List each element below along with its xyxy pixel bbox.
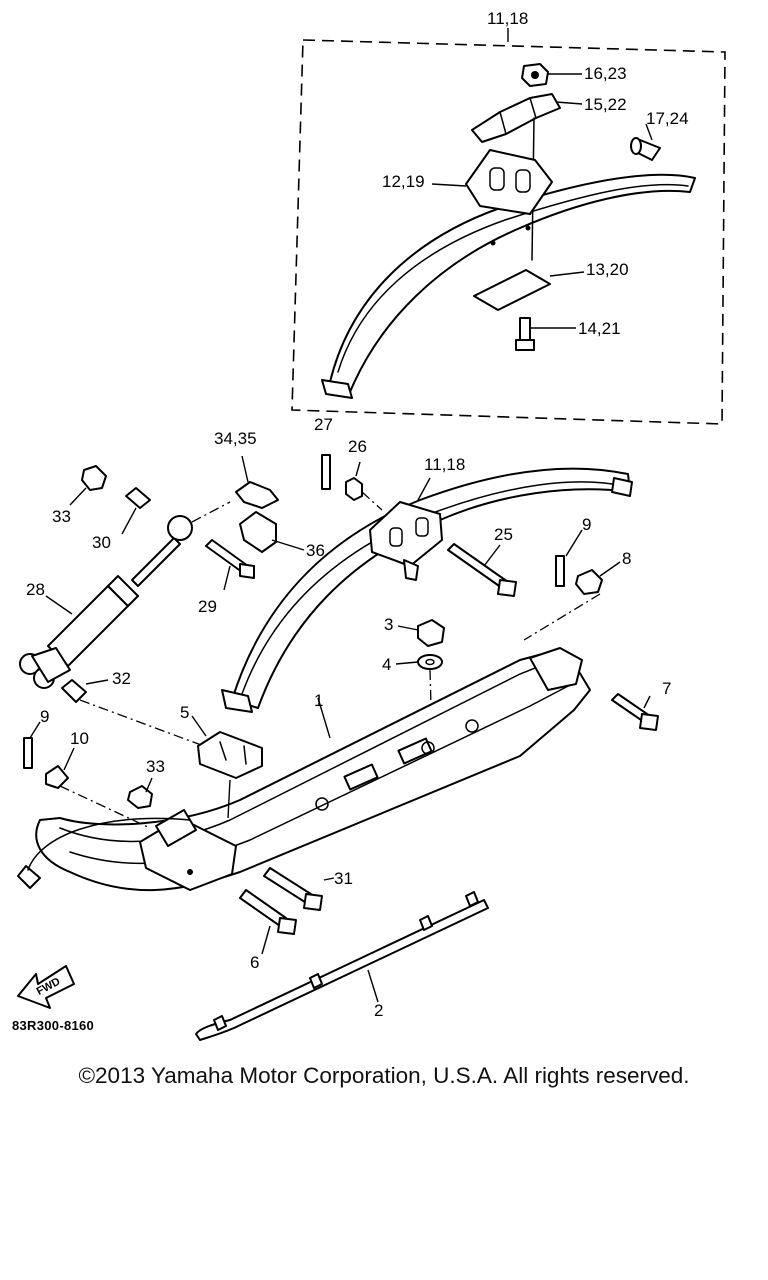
- bolt-14-21: [515, 317, 576, 351]
- callout: 5: [180, 703, 189, 722]
- callout: 28: [26, 580, 45, 599]
- nut-33-lower: [127, 777, 153, 809]
- bolt-31: [263, 867, 335, 911]
- bracket-34-35: [235, 455, 279, 509]
- clamp-plate-15-22: [471, 93, 583, 261]
- nut-16-23: [521, 63, 582, 87]
- callout: 33: [146, 757, 165, 776]
- callout: 13,20: [586, 260, 629, 279]
- collar-17-24: [630, 123, 661, 161]
- callout: 11,18: [424, 455, 465, 474]
- callout: 2: [374, 1001, 383, 1020]
- block-36: [239, 511, 305, 553]
- bracket-11-18: [369, 477, 443, 581]
- leaf-spring-assembly-upper: [321, 173, 696, 399]
- callout: 12,19: [382, 172, 425, 191]
- callout: 14,21: [578, 319, 621, 338]
- callout: 6: [250, 953, 259, 972]
- drawing-code: 83R300-8160: [12, 1018, 95, 1033]
- fwd-arrow-icon: FWD: [17, 965, 75, 1009]
- callout: 15,22: [584, 95, 627, 114]
- callout: 27: [314, 415, 333, 434]
- callout: 4: [382, 655, 391, 674]
- callout: 9: [40, 707, 49, 726]
- callout: 16,23: [584, 64, 627, 83]
- nut-8: [523, 561, 621, 641]
- bolt-25: [447, 543, 517, 597]
- callout-labels: 11,18 16,23 15,22 17,24 12,19 13,20 14,2…: [26, 9, 689, 1020]
- callout: 1: [314, 691, 323, 710]
- bracket-12-19: [431, 149, 553, 215]
- callout: 36: [306, 541, 325, 560]
- callout: 25: [494, 525, 513, 544]
- bolt-29: [205, 539, 255, 591]
- spindle-bracket: [27, 809, 237, 891]
- collar-32: [61, 679, 221, 753]
- collar-10: [45, 747, 151, 829]
- bolt-27: [321, 454, 331, 490]
- parts-diagram: FWD 11,18 16,23 15,22 17,24 12,19 13,20 …: [17, 9, 726, 1041]
- bolt-9-right: [555, 529, 583, 587]
- copyright-notice: ©2013 Yamaha Motor Corporation, U.S.A. A…: [78, 1063, 690, 1088]
- plate-13-20: [473, 269, 585, 311]
- callout: 10: [70, 729, 89, 748]
- callout: 33: [52, 507, 71, 526]
- callout: 9: [582, 515, 591, 534]
- ski-1: [17, 647, 591, 892]
- bolt-7: [611, 693, 659, 731]
- callout: 17,24: [646, 109, 689, 128]
- washer-4: [395, 654, 443, 741]
- bracket-5: [191, 715, 263, 819]
- wear-bar-2: [195, 891, 489, 1041]
- bolt-9-left: [23, 721, 41, 769]
- callout: 34,35: [214, 429, 257, 448]
- callout: 32: [112, 669, 131, 688]
- callout: 29: [198, 597, 217, 616]
- collar-30: [121, 487, 151, 535]
- callout: 7: [662, 679, 671, 698]
- callout: 11,18: [487, 9, 528, 28]
- callout: 31: [334, 869, 353, 888]
- callout: 26: [348, 437, 367, 456]
- shock-absorber-28: [19, 501, 231, 689]
- callout: 3: [384, 615, 393, 634]
- callout: 30: [92, 533, 111, 552]
- bolt-6: [239, 889, 297, 955]
- nut-3: [397, 619, 445, 647]
- callout: 8: [622, 549, 631, 568]
- nut-33-upper: [69, 465, 107, 506]
- collar-26: [345, 461, 383, 511]
